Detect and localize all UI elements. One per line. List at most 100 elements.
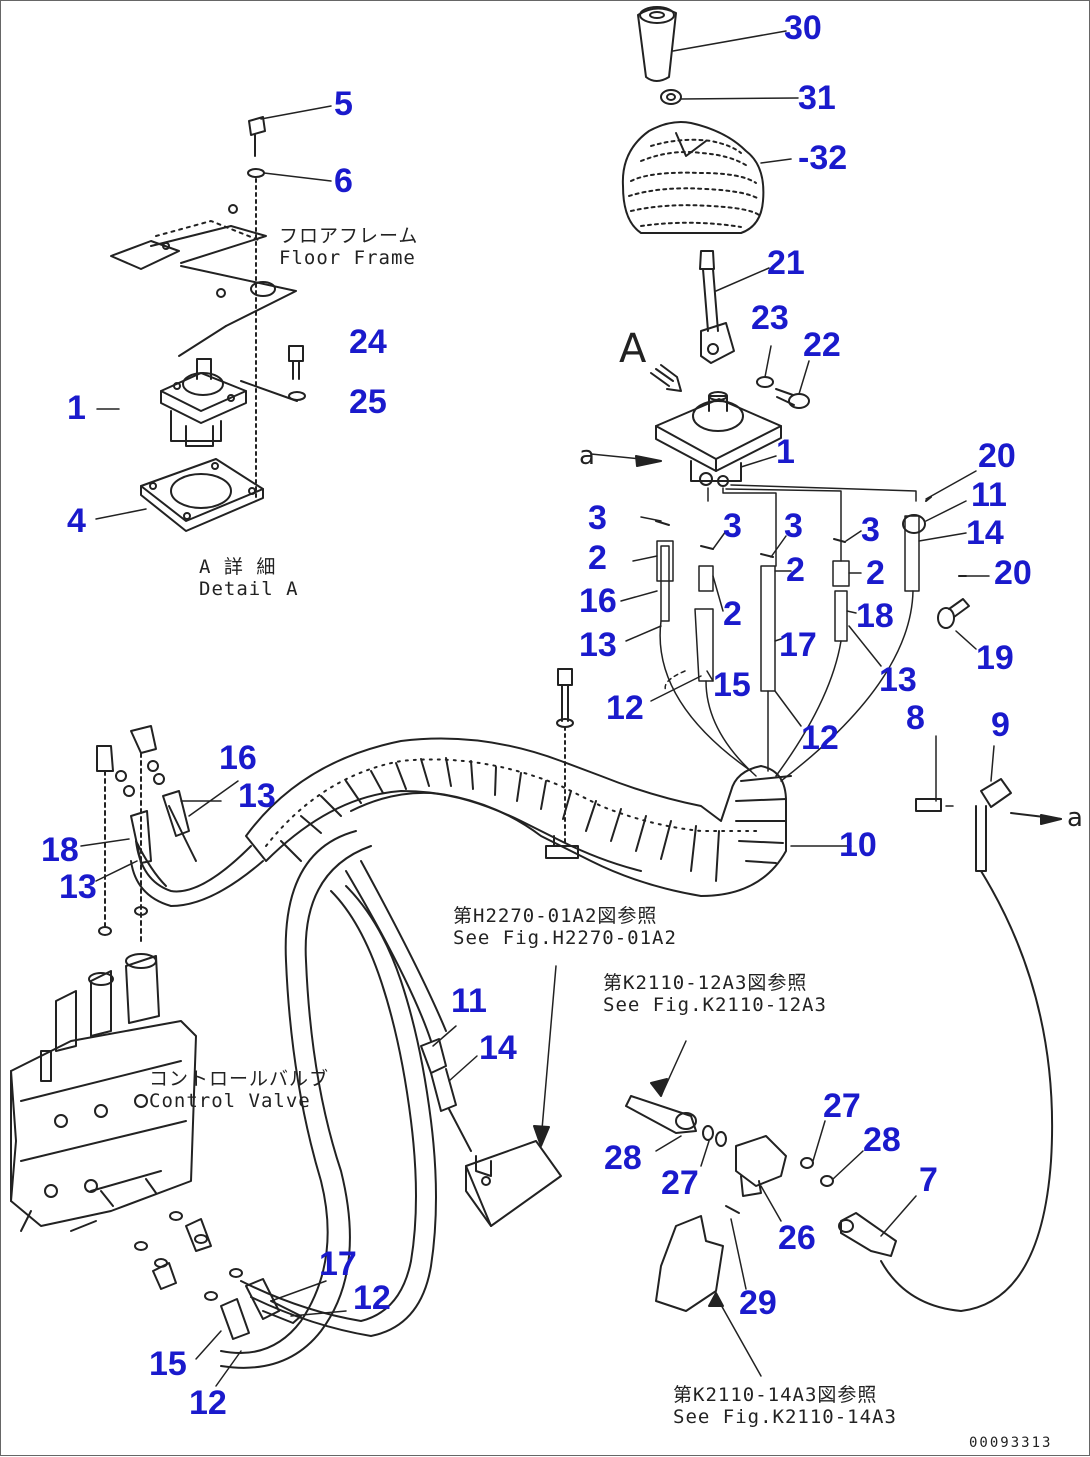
callout-1-right: 1 — [776, 433, 795, 471]
callout-8: 8 — [906, 699, 925, 737]
elbow-11-14-right — [902, 496, 967, 577]
lever-21 — [699, 250, 735, 364]
note-see-k2110-12: 第K2110-12A3図参照 See Fig.K2110-12A3 — [603, 972, 827, 1016]
fittings-left-top — [96, 725, 197, 942]
callout-12-right-a: 12 — [606, 689, 644, 727]
plug-7 — [838, 1212, 897, 1257]
callout-9: 9 — [991, 706, 1010, 744]
callout-12-left-a: 12 — [353, 1279, 391, 1317]
callout-3-d: 3 — [861, 511, 880, 549]
callout-30: 30 — [784, 9, 822, 47]
note-see-k2110-14: 第K2110-14A3図参照 See Fig.K2110-14A3 — [673, 1384, 897, 1428]
callout-24: 24 — [349, 323, 387, 361]
callout-12-left-b: 12 — [189, 1384, 227, 1422]
valve-port-fittings — [134, 1211, 302, 1340]
nut-31 — [660, 89, 682, 105]
bolt-22 — [775, 388, 810, 409]
callout-27-lower: 27 — [661, 1164, 699, 1202]
pipe-28 — [625, 1095, 727, 1147]
callout-13-left-a: 13 — [238, 777, 276, 815]
callout-29: 29 — [739, 1284, 777, 1322]
callout-19: 19 — [976, 639, 1014, 677]
callout-16-left: 16 — [219, 739, 257, 777]
arrow-marker-a-cable: a — [1067, 803, 1083, 833]
callout-12-right-b: 12 — [801, 719, 839, 757]
callout-15-right: 15 — [713, 666, 751, 704]
callout-16-right: 16 — [579, 582, 617, 620]
fitting-11-14-center — [420, 1038, 472, 1152]
callout-4: 4 — [67, 502, 86, 540]
callout-2-b: 2 — [786, 551, 805, 589]
hose-loop-left — [130, 830, 447, 1369]
ref-arrow-k2110-14 — [708, 1292, 724, 1307]
cable-right — [880, 778, 1062, 1312]
floor-frame — [110, 204, 297, 357]
callout-5: 5 — [334, 85, 353, 123]
ref-arrow-k2110-12 — [650, 1078, 668, 1097]
callout-11-center: 11 — [451, 982, 487, 1020]
callout-21: 21 — [767, 244, 805, 282]
clamp-bolt — [556, 668, 574, 847]
arrow-marker-a-valve: a — [579, 441, 595, 471]
arrow-a-cable — [1040, 814, 1062, 825]
o-rings-3 — [655, 520, 846, 558]
relay-bracket — [465, 1140, 562, 1227]
note-floor-frame: フロアフレーム Floor Frame — [279, 225, 419, 269]
note-control-valve: コントロールバルブ Control Valve — [149, 1068, 330, 1112]
washer-23 — [756, 376, 774, 388]
callout-13-right-a: 13 — [579, 626, 617, 664]
note-see-h2270: 第H2270-01A2図参照 See Fig.H2270-01A2 — [453, 905, 677, 949]
bolt-24-washer-25 — [240, 345, 306, 402]
callout-25: 25 — [349, 383, 387, 421]
callout-2-d: 2 — [723, 595, 742, 633]
leader-lines — [80, 30, 995, 1387]
plate-4 — [140, 458, 264, 532]
note-detail-a: A 詳 細 Detail A — [199, 556, 299, 600]
callout-13-left-b: 13 — [59, 868, 97, 906]
callout-1-left: 1 — [67, 389, 86, 427]
callout-17-right: 17 — [779, 626, 817, 664]
callout-3-b: 3 — [723, 507, 742, 545]
callout-28-right: 28 — [863, 1121, 901, 1159]
callout-3-a: 3 — [588, 499, 607, 537]
arrow-a-right-valve — [635, 455, 662, 467]
callout-2-c: 2 — [866, 554, 885, 592]
sleeve-10 — [245, 737, 792, 897]
callout-13-right-b: 13 — [879, 661, 917, 699]
callout-27-upper: 27 — [823, 1087, 861, 1125]
switch-26 — [735, 1135, 787, 1197]
sensor-29 — [655, 1205, 740, 1312]
callout-17-left: 17 — [319, 1245, 357, 1283]
callout-20-upper: 20 — [978, 437, 1016, 475]
callout-3-c: 3 — [784, 507, 803, 545]
pilot-valve-right — [655, 391, 782, 487]
callout-32: -32 — [798, 139, 848, 177]
callout-11-right: 11 — [971, 476, 1007, 514]
callout-18-left: 18 — [41, 831, 79, 869]
view-marker-a: A — [619, 326, 647, 372]
callout-18-right: 18 — [856, 597, 894, 635]
callout-6: 6 — [334, 162, 353, 200]
callout-20-lower: 20 — [994, 554, 1032, 592]
callout-28-left: 28 — [604, 1139, 642, 1177]
view-arrow-a — [650, 364, 682, 392]
callout-10: 10 — [839, 826, 877, 864]
callout-22: 22 — [803, 326, 841, 364]
boot-32 — [621, 121, 765, 234]
callout-2-a: 2 — [588, 539, 607, 577]
knob-30 — [637, 6, 677, 82]
pilot-valve-left — [160, 358, 247, 447]
control-valve-body — [10, 953, 197, 1232]
callout-31: 31 — [798, 79, 836, 117]
callout-7: 7 — [919, 1161, 938, 1199]
callout-15-left: 15 — [149, 1345, 187, 1383]
drawing-code: 00093313 — [969, 1435, 1053, 1451]
small-rings — [800, 1157, 834, 1187]
screw-5-washer-6 — [247, 116, 266, 502]
ref-arrow-h2270 — [533, 1125, 550, 1147]
callout-14-right: 14 — [966, 514, 1004, 552]
callout-14-center: 14 — [479, 1029, 517, 1067]
callout-23: 23 — [751, 299, 789, 337]
